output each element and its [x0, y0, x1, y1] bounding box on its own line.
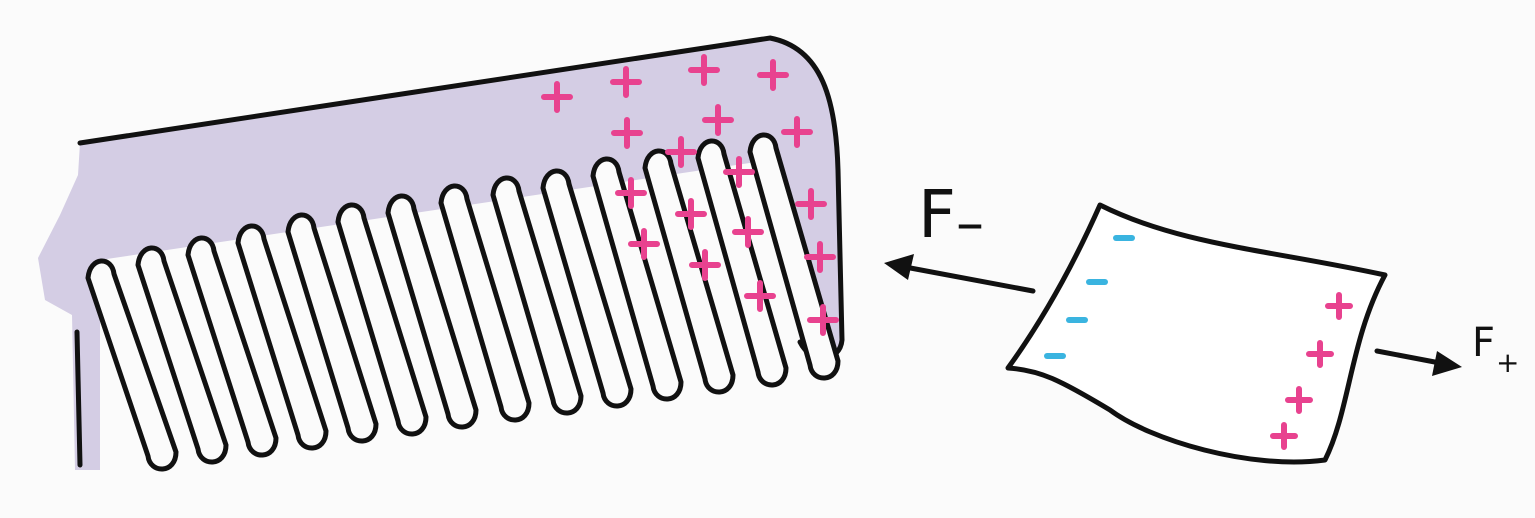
force-positive-label: F + [1472, 320, 1519, 379]
comb [38, 38, 842, 470]
force-negative-label: F – [918, 176, 984, 256]
force-positive-arrow [1377, 351, 1462, 376]
paper-sheet [1008, 205, 1385, 462]
force-positive-subscript: + [1496, 346, 1519, 379]
force-positive-letter: F [1472, 320, 1495, 366]
force-negative-letter: F [918, 176, 956, 253]
force-negative-arrow [884, 254, 1033, 291]
force-negative-subscript: – [956, 191, 984, 256]
paper-outline [1008, 205, 1385, 462]
comb-end-tooth-outline [77, 332, 80, 465]
